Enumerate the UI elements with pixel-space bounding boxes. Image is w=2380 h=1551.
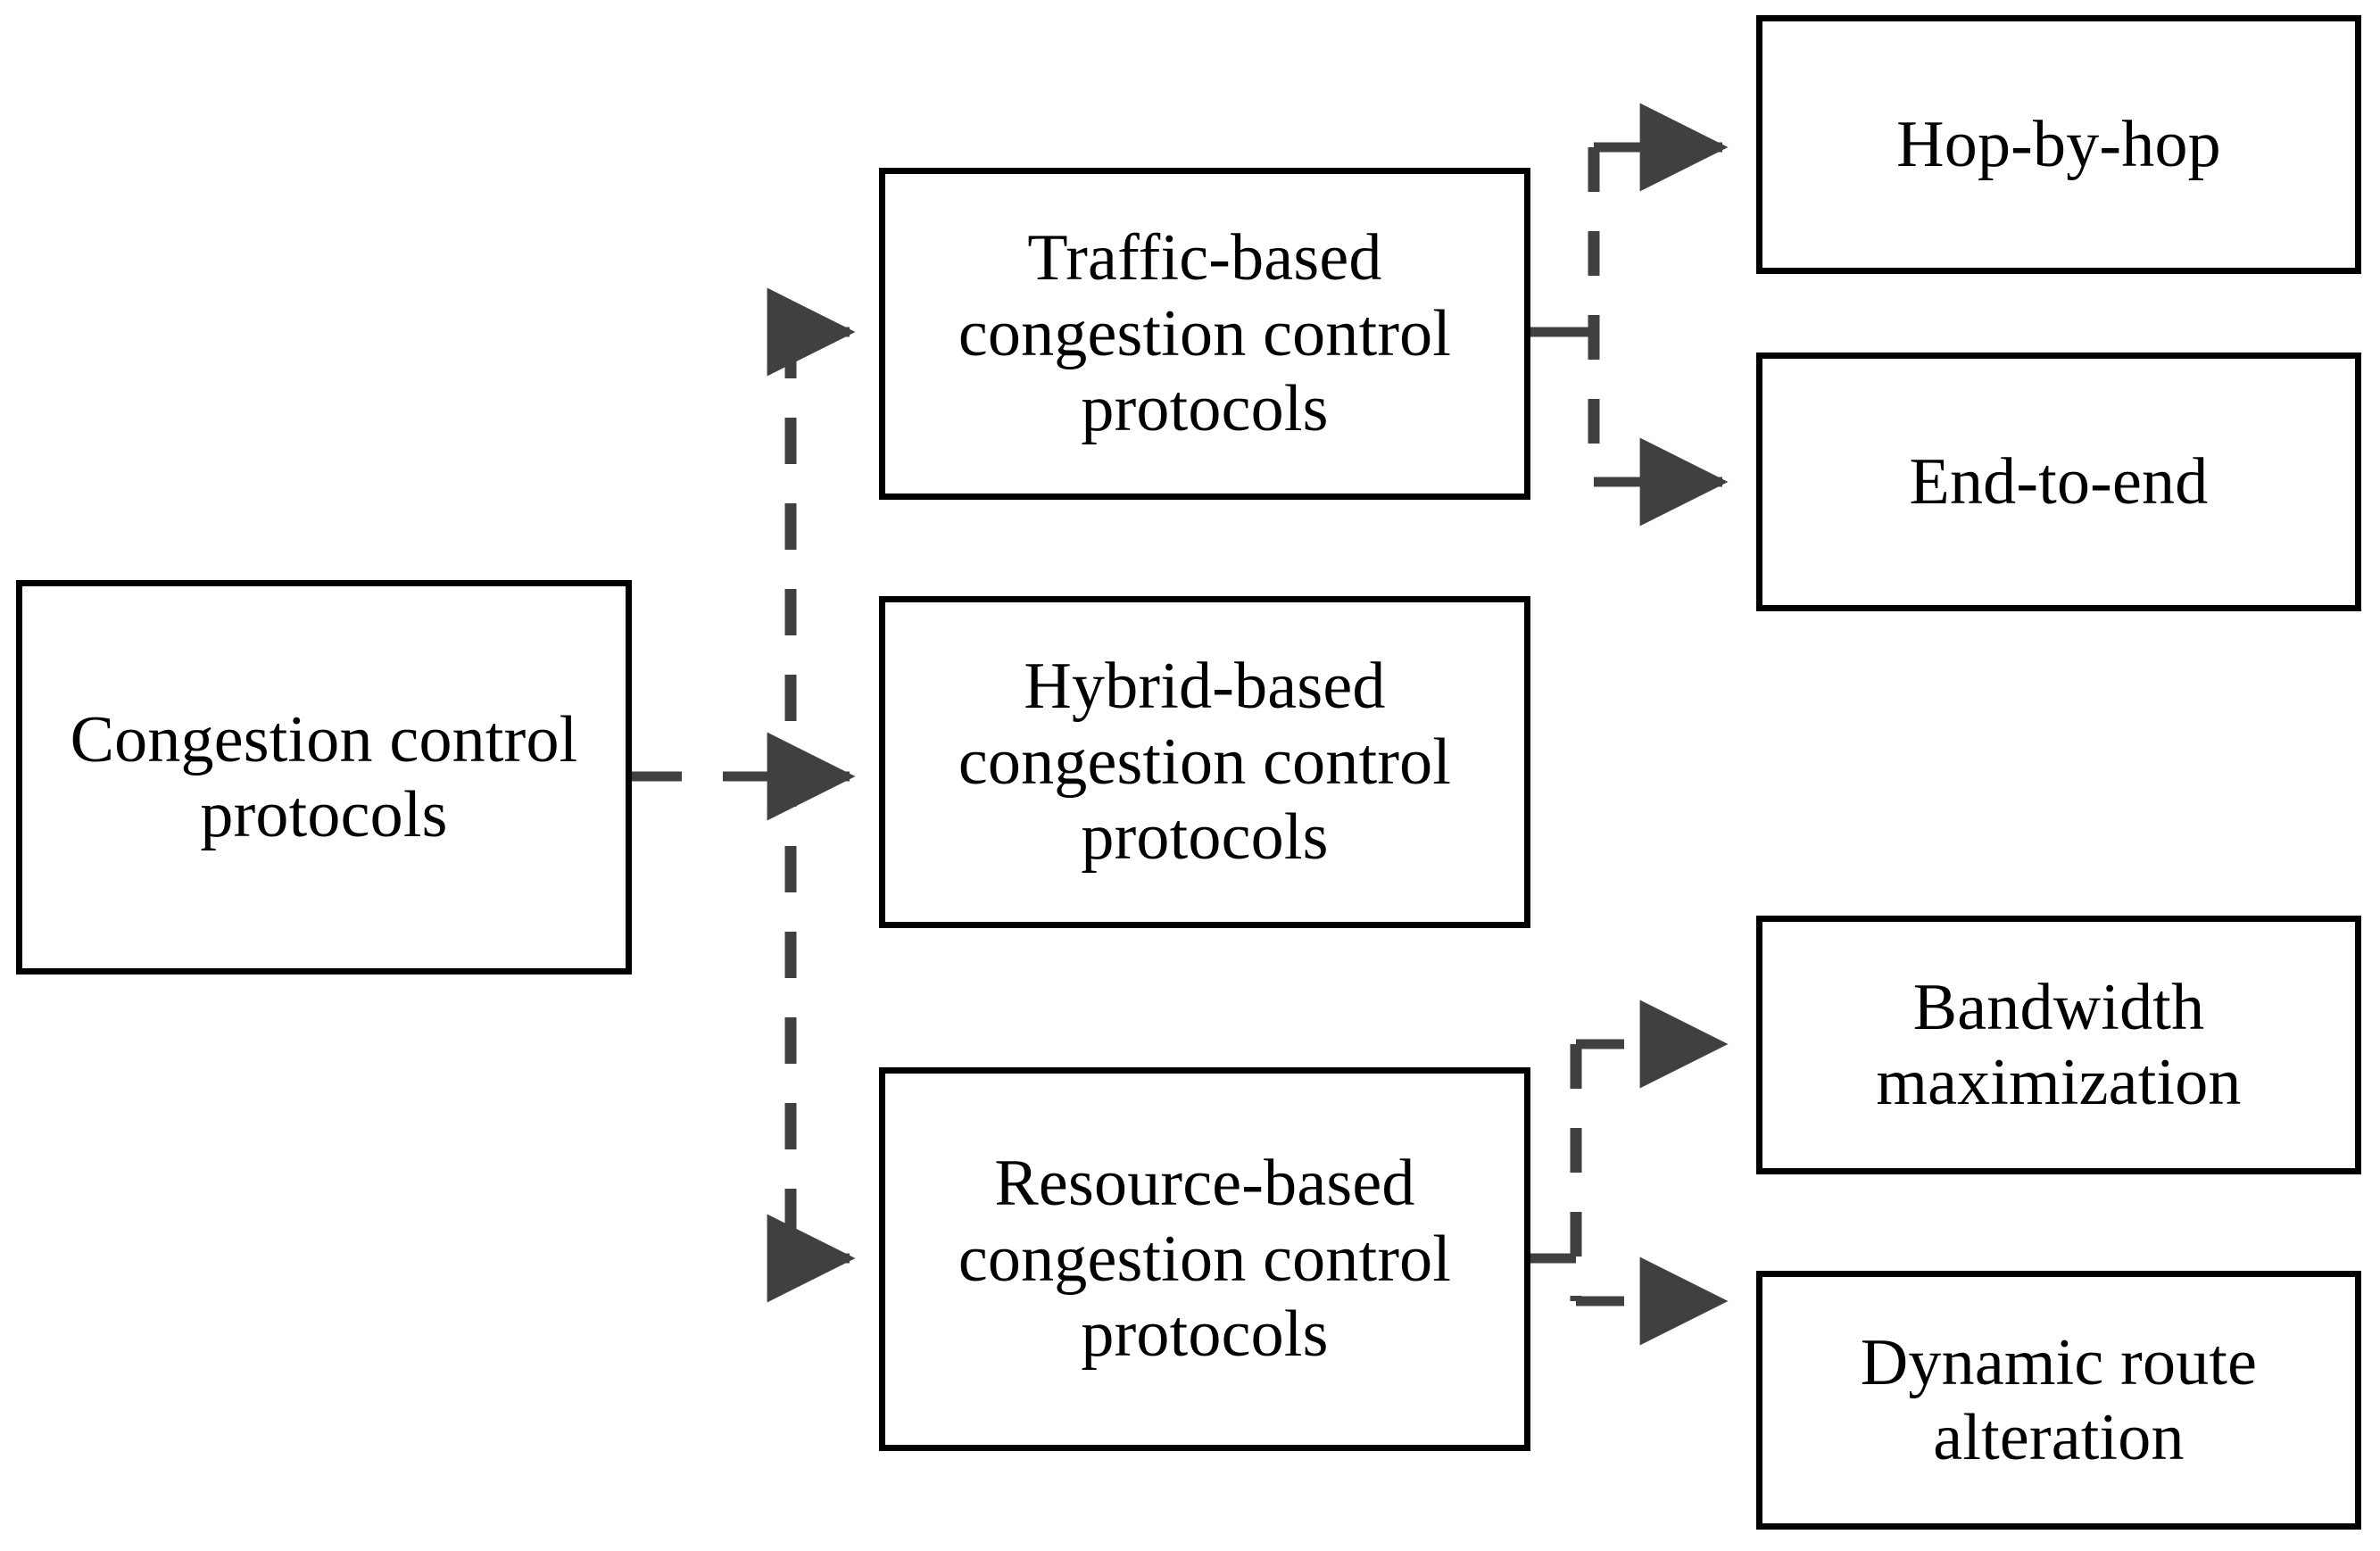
node-label: Hop-by-hop [1896,107,2221,181]
node-bandwidth-maximization[interactable]: Bandwidth maximization [1756,916,2361,1174]
node-dynamic-route-alteration[interactable]: Dynamic route alteration [1756,1271,2361,1530]
node-hybrid-based-congestion-control-protocols[interactable]: Hybrid-based congestion control protocol… [879,596,1530,928]
edge-root-trunk [632,332,797,1258]
edge-resource-trunk [1530,1044,1582,1301]
node-label: Traffic-based congestion control protoco… [958,221,1452,446]
node-label: Dynamic route alteration [1860,1325,2258,1474]
node-congestion-control-protocols[interactable]: Congestion control protocols [16,580,632,975]
node-label: End-to-end [1909,444,2209,518]
edge-traffic-trunk [1530,147,1600,482]
node-end-to-end[interactable]: End-to-end [1756,352,2361,611]
node-resource-based-congestion-control-protocols[interactable]: Resource-based congestion control protoc… [879,1067,1530,1451]
node-label: Congestion control protocols [70,702,578,851]
node-hop-by-hop[interactable]: Hop-by-hop [1756,15,2361,274]
node-traffic-based-congestion-control-protocols[interactable]: Traffic-based congestion control protoco… [879,168,1530,500]
node-label: Hybrid-based congestion control protocol… [958,650,1452,875]
node-label: Bandwidth maximization [1876,970,2242,1119]
node-label: Resource-based congestion control protoc… [958,1147,1452,1372]
